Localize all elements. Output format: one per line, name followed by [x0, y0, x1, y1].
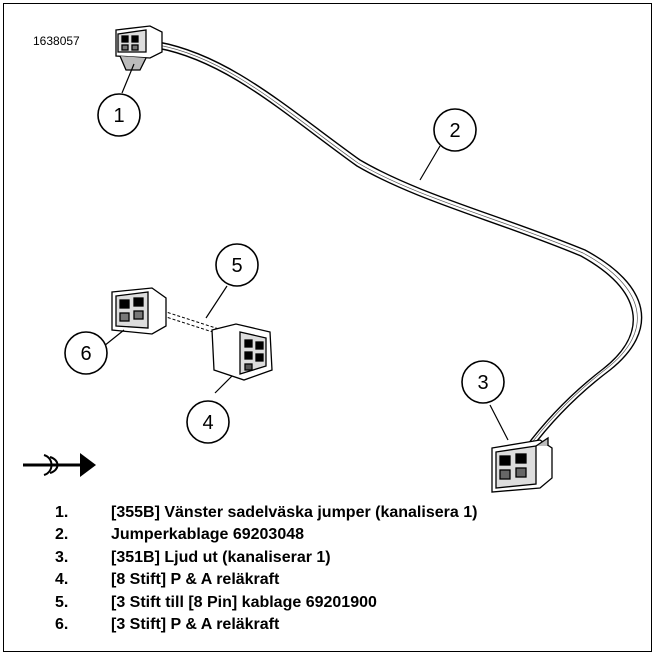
- legend-number: 6.: [55, 615, 69, 633]
- callout-6-label: 6: [80, 343, 91, 365]
- legend-text: [3 Stift till [8 Pin] kablage 69201900: [111, 593, 377, 611]
- callout-4-circle: [186, 400, 230, 444]
- callout-1-label: 1: [113, 105, 124, 127]
- legend-item: 5. [3 Stift till [8 Pin] kablage 69201900: [55, 592, 477, 614]
- legend-text: [351B] Ljud ut (kanaliserar 1): [111, 548, 331, 566]
- legend-number: 2.: [55, 526, 69, 544]
- legend-item: 1. [355B] Vänster sadelväska jumper (kana…: [55, 502, 477, 524]
- legend-text: Jumperkablage 69203048: [111, 526, 305, 544]
- legend-list: 1. [355B] Vänster sadelväska jumper (kana…: [55, 502, 477, 636]
- callout-6-circle: [64, 331, 108, 375]
- connector-3: [491, 436, 553, 493]
- legend-text: [8 Stift] P & A reläkraft: [111, 571, 280, 589]
- connector-6: [111, 287, 167, 335]
- callout-2-label: 2: [449, 120, 460, 142]
- callout-5-circle: [215, 243, 259, 287]
- jumper-harness-cable: [156, 41, 643, 451]
- legend-number: 4.: [55, 571, 69, 589]
- figure-id: 1638057: [33, 34, 80, 48]
- callout-5-label: 5: [231, 255, 242, 277]
- legend-item: 2. Jumperkablage 69203048: [55, 524, 477, 546]
- legend-number: 1.: [55, 504, 69, 521]
- connector-1: [115, 25, 163, 71]
- legend-item: 6. [3 Stift] P & A reläkraft: [55, 614, 477, 636]
- legend-text: [3 Stift] P & A reläkraft: [111, 615, 280, 633]
- callout-3-circle: [461, 360, 505, 404]
- legend-item: 4. [8 Stift] P & A reläkraft: [55, 569, 477, 591]
- callout-1-circle: [97, 93, 141, 137]
- legend-number: 5.: [55, 593, 69, 611]
- callout-3-label: 3: [477, 372, 488, 394]
- leader-lines: [103, 63, 509, 441]
- figure-frame: [3, 3, 652, 652]
- connector-4: [211, 323, 273, 381]
- callout-4-label: 4: [202, 412, 213, 434]
- callout-2-circle: [433, 108, 477, 152]
- legend-text: [355B] Vänster sadelväska jumper (kanali…: [111, 504, 478, 521]
- connector-direction-icon: [23, 453, 96, 477]
- legend-item: 3. [351B] Ljud ut (kanaliserar 1): [55, 547, 477, 569]
- legend-number: 3.: [55, 548, 69, 566]
